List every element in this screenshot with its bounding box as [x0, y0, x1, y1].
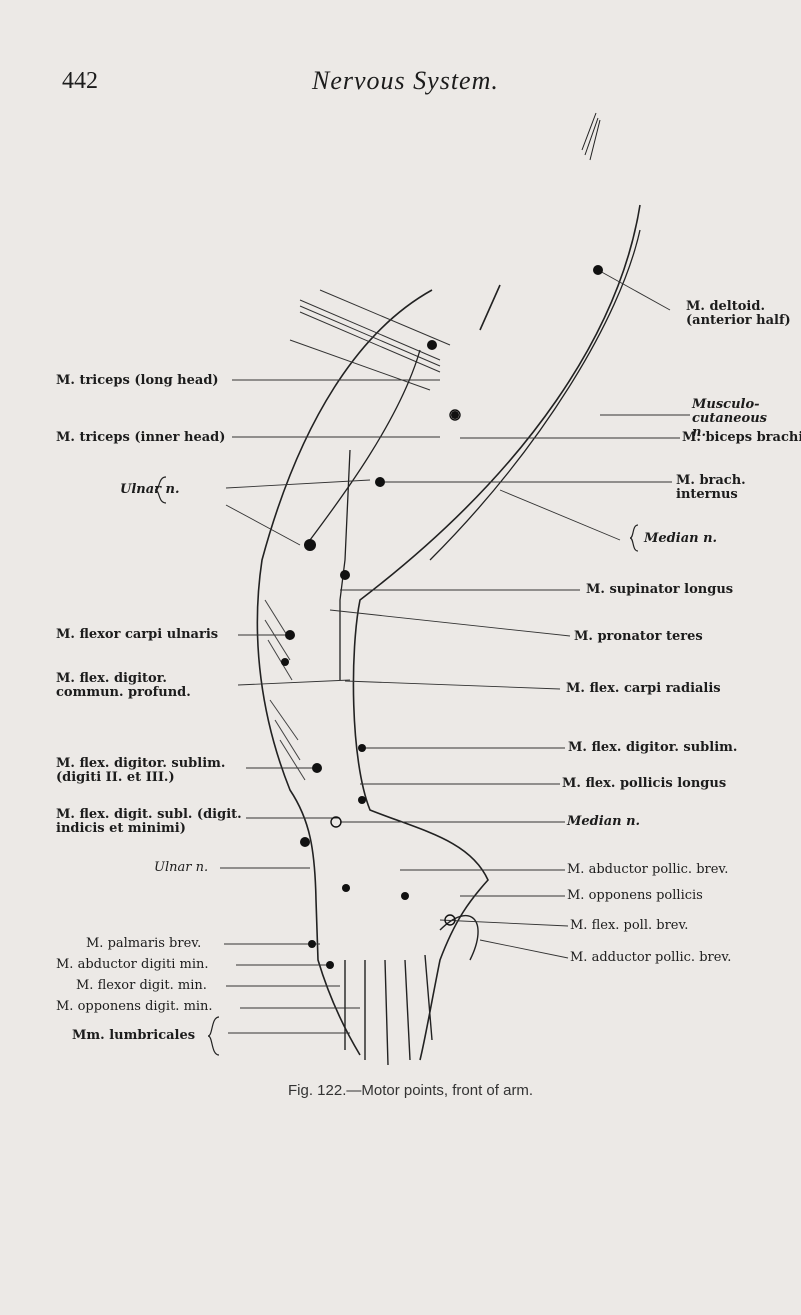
label-median-upper: Median n.	[644, 531, 718, 546]
label-adductor-pollic: M. adductor pollic. brev.	[570, 950, 732, 965]
label-abductor-digiti-min: M. abductor digiti min.	[56, 957, 209, 972]
label-ulnar-upper: Ulnar n.	[120, 482, 180, 497]
label-deltoid: M. deltoid. (anterior half)	[686, 299, 791, 328]
shoulder-strap	[581, 112, 601, 161]
label-supinator: M. supinator longus	[586, 582, 734, 597]
nerve-lines	[309, 229, 641, 680]
label-biceps: M. biceps brachii	[682, 430, 801, 445]
label-palmaris-brev: M. palmaris brev.	[86, 936, 202, 951]
label-abductor-pollic: M. abductor pollic. brev.	[567, 862, 729, 877]
label-ulnar-lower: Ulnar n.	[154, 860, 209, 875]
label-flex-carpi-radialis: M. flex. carpi radialis	[566, 681, 721, 696]
label-flex-digit-sublim-left: M. flex. digitor. sublim. (digiti II. et…	[56, 756, 226, 785]
label-flexor-digit-min: M. flexor digit. min.	[76, 978, 207, 993]
label-opponens-pollicis: M. opponens pollicis	[567, 888, 703, 903]
forearm-hatching	[264, 599, 306, 781]
label-brach-internus: M. brach. internus	[676, 473, 746, 502]
running-head: Nervous System.	[312, 66, 499, 95]
humerus	[479, 284, 501, 331]
braces	[154, 476, 639, 1056]
open-points	[330, 409, 461, 926]
leader-lines-right	[329, 269, 690, 959]
label-musculocutaneous: Musculo- cutaneous n.	[692, 397, 767, 440]
label-flex-digit-commun: M. flex. digitor. commun. profund.	[56, 671, 191, 700]
figure-caption: Fig. 122.—Motor points, front of arm.	[288, 1082, 534, 1099]
label-lumbricales: Mm. lumbricales	[72, 1028, 196, 1043]
hand-fingers	[344, 914, 479, 1066]
label-triceps-inner: M. triceps (inner head)	[56, 430, 226, 445]
label-flexor-carpi-ulnaris: M. flexor carpi ulnaris	[56, 627, 219, 642]
arm-outline-left	[256, 289, 433, 1056]
leader-lines-left	[220, 379, 440, 1034]
label-flex-digit-sublim-right: M. flex. digitor. sublim.	[568, 740, 738, 755]
page-number: 442	[62, 68, 98, 94]
label-opponens-digit-min: M. opponens digit. min.	[56, 999, 213, 1014]
motor-points	[281, 265, 603, 969]
label-flex-digit-subl-indicis: M. flex. digit. subl. (digit. indicis et…	[56, 807, 242, 836]
label-pronator: M. pronator teres	[574, 629, 703, 644]
label-flex-poll-brev: M. flex. poll. brev.	[570, 918, 689, 933]
label-flex-pollicis-longus: M. flex. pollicis longus	[562, 776, 727, 791]
label-triceps-long: M. triceps (long head)	[56, 373, 219, 388]
label-median-lower: Median n.	[567, 814, 641, 829]
arm-outline-right	[352, 204, 641, 1061]
